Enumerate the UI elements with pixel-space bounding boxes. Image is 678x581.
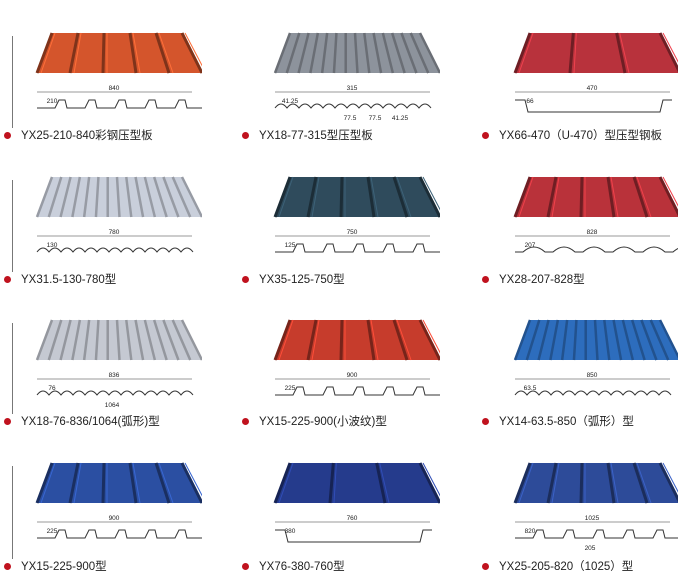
bullet-icon xyxy=(482,131,489,139)
product-label[interactable]: YX66-470（U-470）型压型钢板 xyxy=(482,127,662,143)
dimension-label: 77.5 xyxy=(344,115,357,122)
bullet-icon xyxy=(482,562,489,570)
profile-drawing xyxy=(275,386,440,396)
profile-drawing xyxy=(36,390,194,396)
bullet-icon xyxy=(242,131,249,139)
product-label[interactable]: YX18-76-836/1064(弧形)型 xyxy=(4,413,160,429)
row-divider-line xyxy=(12,323,13,414)
profile-drawing xyxy=(514,390,672,396)
dimension-label: 760 xyxy=(347,515,358,522)
row-divider-line xyxy=(12,466,13,559)
dimension-label: 41.25 xyxy=(282,98,299,105)
bullet-icon xyxy=(4,275,11,283)
sheet-illustration: 836 76 1064 xyxy=(35,319,202,409)
profile-drawing xyxy=(275,243,440,253)
dimension-label: 850 xyxy=(587,372,598,379)
sheet-illustration: 850 63.5 xyxy=(513,319,678,396)
dimension-label: 470 xyxy=(587,85,598,92)
dimension-label: 125 xyxy=(285,242,296,249)
product-label[interactable]: YX15-225-900(小波纹)型 xyxy=(242,413,387,429)
dimension-label: 900 xyxy=(347,372,358,379)
profile-drawing xyxy=(274,103,432,109)
profile-drawing xyxy=(37,99,202,109)
bullet-icon xyxy=(242,562,249,570)
bullet-icon xyxy=(482,417,489,425)
bullet-icon xyxy=(4,417,11,425)
dimension-label: 900 xyxy=(109,515,120,522)
dimension-label: 828 xyxy=(587,229,598,236)
product-label[interactable]: YX31.5-130-780型 xyxy=(4,271,116,287)
bullet-icon xyxy=(4,131,11,139)
sheet-illustration: 315 41.25 77.5 77.5 41.25 xyxy=(273,32,440,122)
product-name: YX18-76-836/1064(弧形)型 xyxy=(21,416,160,428)
product-label[interactable]: YX25-205-820（1025）型 xyxy=(482,558,633,574)
sheet-illustration: 828 207 xyxy=(513,176,678,253)
dimension-label: 66 xyxy=(526,98,534,105)
bullet-icon xyxy=(482,275,489,283)
sheet-illustration: 1025 820 205 xyxy=(513,462,678,552)
dimension-label: 205 xyxy=(585,545,596,552)
product-name: YX66-470（U-470）型压型钢板 xyxy=(499,130,662,142)
dimension-label: 820 xyxy=(525,528,536,535)
product-name: YX15-225-900型 xyxy=(21,561,107,573)
product-name: YX15-225-900(小波纹)型 xyxy=(259,416,387,428)
dimension-label: 315 xyxy=(347,85,358,92)
product-name: YX35-125-750型 xyxy=(259,274,345,286)
product-label[interactable]: YX76-380-760型 xyxy=(242,558,345,574)
product-label[interactable]: YX15-225-900型 xyxy=(4,558,107,574)
sheet-illustration: 900 225 xyxy=(35,462,202,539)
dimension-label: 63.5 xyxy=(524,385,537,392)
bullet-icon xyxy=(4,562,11,570)
product-name: YX14-63.5-850（弧形）型 xyxy=(499,416,634,428)
dimension-label: 380 xyxy=(285,528,296,535)
dimension-label: 750 xyxy=(347,229,358,236)
product-name: YX25-210-840彩钢压型板 xyxy=(21,130,153,142)
sheet-illustration: 840 210 xyxy=(35,32,202,109)
dimension-label: 840 xyxy=(109,85,120,92)
profile-drawing xyxy=(36,247,194,253)
sheet-illustration: 780 130 xyxy=(35,176,202,253)
row-divider-line xyxy=(12,36,13,128)
product-label[interactable]: YX25-210-840彩钢压型板 xyxy=(4,127,153,143)
sheet-illustration: 750 125 xyxy=(273,176,440,253)
profile-drawing xyxy=(515,99,672,113)
bullet-icon xyxy=(242,417,249,425)
product-name: YX76-380-760型 xyxy=(259,561,345,573)
product-label[interactable]: YX18-77-315型压型板 xyxy=(242,127,373,143)
row-divider-line xyxy=(12,180,13,272)
dimension-label: 836 xyxy=(109,372,120,379)
dimension-label: 210 xyxy=(47,98,58,105)
dimension-label: 225 xyxy=(47,528,58,535)
dimension-label: 77.5 xyxy=(369,115,382,122)
dimension-label: 225 xyxy=(285,385,296,392)
profile-drawing xyxy=(515,246,678,253)
dimension-label: 1064 xyxy=(105,402,120,409)
product-name: YX25-205-820（1025）型 xyxy=(499,561,634,573)
dimension-label: 130 xyxy=(47,242,58,249)
product-name: YX28-207-828型 xyxy=(499,274,585,286)
dimension-label: 207 xyxy=(525,242,536,249)
dimension-label: 41.25 xyxy=(392,115,409,122)
profile-drawing xyxy=(515,529,678,539)
profile-drawing xyxy=(275,529,432,543)
profile-drawing xyxy=(37,529,202,539)
product-name: YX31.5-130-780型 xyxy=(21,274,117,286)
bullet-icon xyxy=(242,275,249,283)
dimension-label: 76 xyxy=(48,385,56,392)
dimension-label: 1025 xyxy=(585,515,600,522)
sheet-illustration: 900 225 xyxy=(273,319,440,396)
sheet-illustration: 470 66 xyxy=(513,32,678,113)
product-name: YX18-77-315型压型板 xyxy=(259,130,373,142)
dimension-label: 780 xyxy=(109,229,120,236)
product-label[interactable]: YX35-125-750型 xyxy=(242,271,345,287)
product-label[interactable]: YX14-63.5-850（弧形）型 xyxy=(482,413,634,429)
product-label[interactable]: YX28-207-828型 xyxy=(482,271,585,287)
sheet-illustration: 760 380 xyxy=(273,462,440,543)
